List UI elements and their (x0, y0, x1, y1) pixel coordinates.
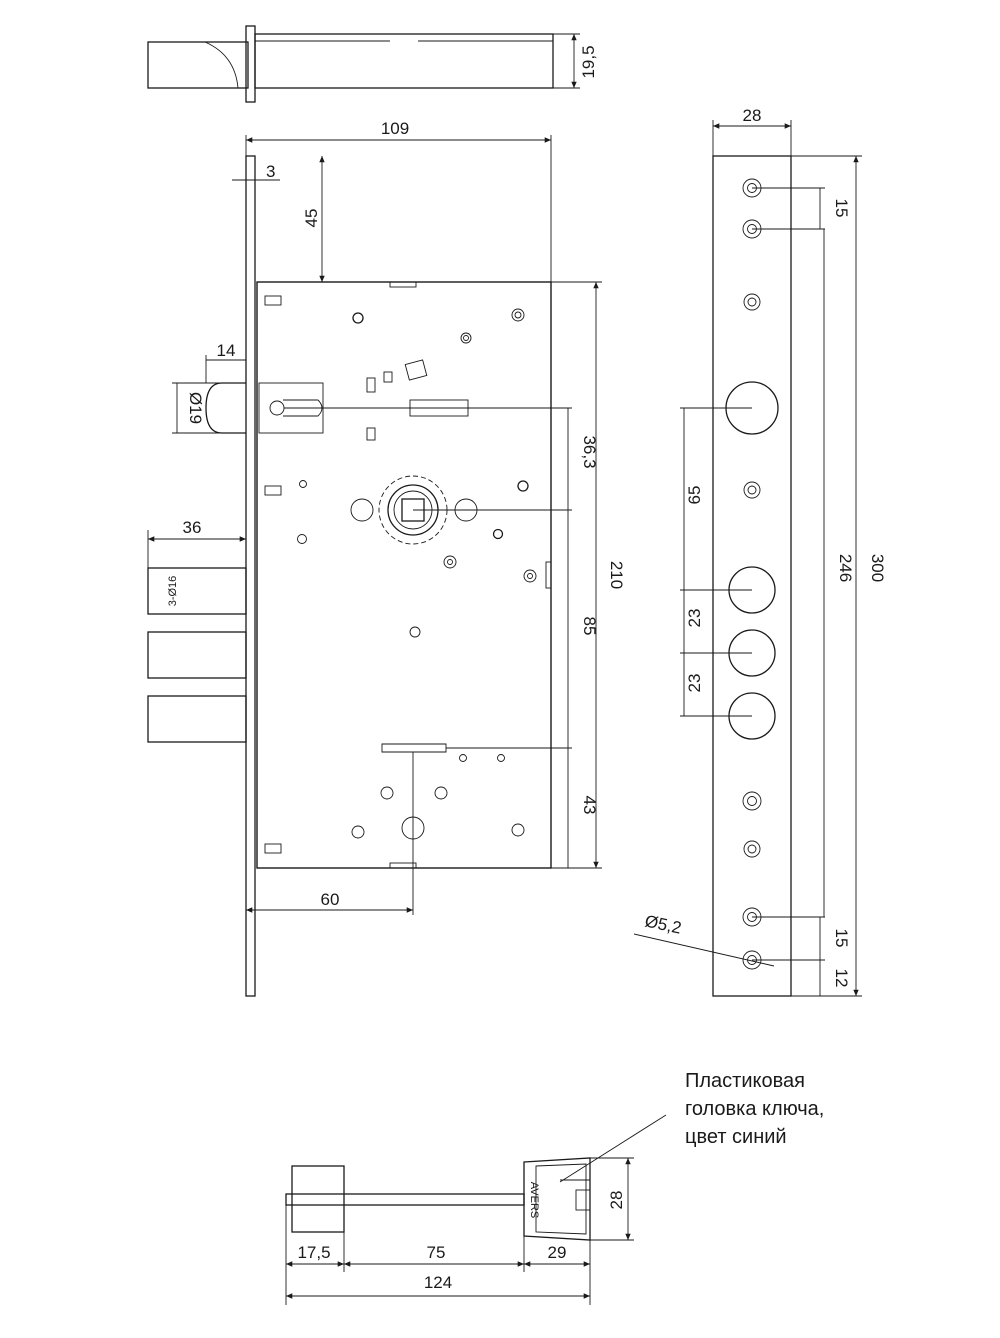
dim-cylinder-hole: Ø19 (186, 392, 205, 424)
dim-distance-43: 43 (580, 796, 599, 815)
dim-key-total: 124 (424, 1273, 452, 1292)
dim-hole-spacing-top: 15 (832, 199, 851, 218)
dim-latch-thickness: 19,5 (579, 45, 598, 78)
dim-key-75: 75 (427, 1243, 446, 1262)
label-bolts: 3-Ø16 (167, 576, 179, 607)
note-line-2: головка ключа, (685, 1098, 824, 1120)
dim-key-head-height: 28 (607, 1191, 626, 1210)
dim-length-246: 246 (836, 554, 855, 582)
dim-offset-36-3: 36,3 (580, 435, 599, 468)
latch-top-view: 19,5 (147, 25, 598, 103)
dim-edge-12: 12 (832, 969, 851, 988)
dim-bolt-projection: 36 (183, 518, 202, 537)
strike-plate-view: 28 15 65 23 23 246 300 15 12 (633, 106, 887, 997)
key-view: AVERS 28 17,5 75 29 124 Пластиковая голо… (285, 1070, 824, 1305)
note-line-3: цвет синий (685, 1126, 787, 1148)
dim-top-offset: 45 (302, 209, 321, 228)
dim-strike-width: 28 (743, 106, 762, 125)
note-line-1: Пластиковая (685, 1070, 805, 1092)
dim-key-17-5: 17,5 (297, 1243, 330, 1262)
dim-faceplate-thickness: 3 (266, 162, 275, 181)
dim-key-29: 29 (548, 1243, 567, 1262)
dim-spacing-23a: 23 (685, 609, 704, 628)
lock-body-front-view: 109 3 45 14 Ø19 36 3-Ø16 (147, 119, 626, 997)
dim-spacing-23b: 23 (685, 674, 704, 693)
dim-case-width: 109 (381, 119, 409, 138)
dim-backset: 60 (321, 890, 340, 909)
dim-case-height: 210 (607, 561, 626, 589)
dim-latch-projection: 14 (217, 341, 236, 360)
dim-screw-hole: Ø5,2 (643, 911, 683, 937)
dim-length-300: 300 (868, 554, 887, 582)
dim-spacing-65: 65 (685, 486, 704, 505)
key-brand-label: AVERS (528, 1182, 540, 1218)
dim-hole-spacing-bottom: 15 (832, 929, 851, 948)
dim-distance-85: 85 (580, 617, 599, 636)
